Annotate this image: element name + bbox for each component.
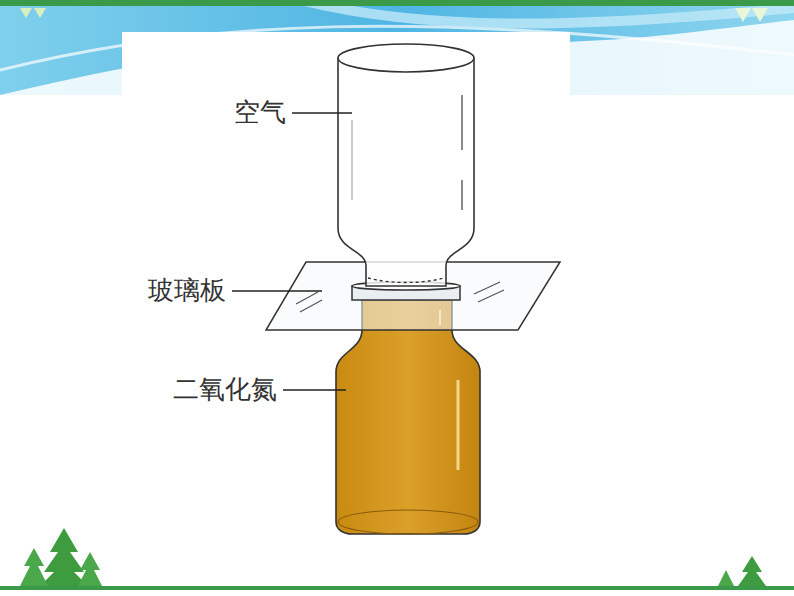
picture-panel — [122, 32, 570, 552]
nitrogen-dioxide-bottle — [336, 300, 480, 534]
part-label: 空气 — [234, 97, 286, 128]
air-bottle — [338, 44, 474, 286]
leader-lines — [232, 113, 352, 390]
footer-decoration — [0, 528, 794, 590]
part-label: 二氧化氮 — [173, 374, 277, 405]
part-label: 玻璃板 — [148, 275, 226, 306]
